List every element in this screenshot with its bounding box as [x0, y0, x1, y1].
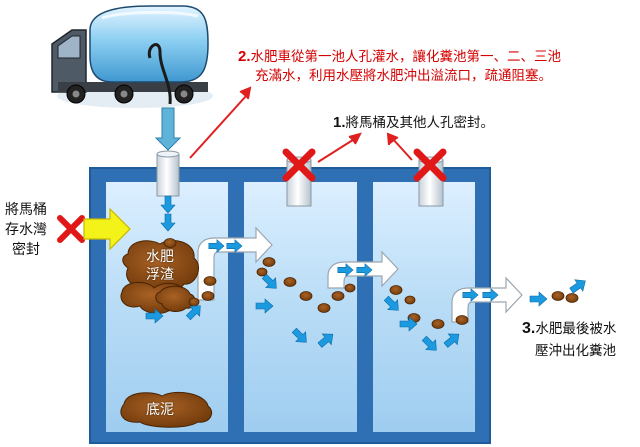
step2-number: 2. [238, 48, 251, 65]
flow-arrow-icon [569, 279, 586, 294]
step3-line1: 水肥最後被水 [535, 321, 617, 337]
flow-arrow-icon [255, 298, 274, 314]
scum-blob [120, 240, 199, 314]
toilet-note-line1: 將馬桶 [5, 202, 47, 218]
waste-particles [163, 238, 579, 329]
flow-arrow-icon [291, 327, 307, 343]
step1-number: 1. [333, 114, 346, 131]
step3-note: 3.水肥最後被水 壓沖出化糞池 [522, 318, 616, 362]
sealed-x-icon [282, 148, 316, 182]
flow-arrow-icon [337, 263, 354, 277]
flow-arrow-icon [261, 273, 277, 289]
step1-note: 1.將馬桶及其他人孔密封。 [333, 113, 494, 133]
inflow-arrow-icon [154, 107, 182, 151]
sludge-blob [120, 391, 213, 428]
toilet-trap-seal-note: 將馬桶 存水灣 密封 [2, 200, 50, 260]
flow-arrow-icon [160, 213, 176, 232]
step3-line2: 壓沖出化糞池 [535, 343, 616, 359]
annotation-arrows [189, 86, 413, 163]
scum-label-line1: 水肥 [146, 249, 174, 265]
toilet-note-line3: 密封 [12, 242, 40, 258]
step2-note: 2.水肥車從第一池人孔灌水，讓化糞池第一、二、三池 充滿水，利用水壓將水肥沖出溢… [238, 47, 561, 86]
inlet-manhole-1 [156, 150, 180, 197]
step1-text: 將馬桶及其他人孔密封。 [345, 115, 495, 131]
flow-arrow-icon [208, 239, 225, 253]
sealed-x-icon [413, 148, 447, 182]
flow-arrow-icon [160, 195, 176, 214]
flow-arrow-icon [185, 305, 201, 321]
step2-line2: 充滿水，利用水壓將水肥沖出溢流口，疏通阻塞。 [255, 68, 552, 84]
scum-label-line2: 浮渣 [146, 267, 174, 283]
toilet-note-line2: 存水灣 [5, 222, 47, 238]
step2-line1: 水肥車從第一池人孔灌水，讓化糞池第一、二、三池 [250, 49, 562, 65]
flow-arrow-icon [529, 291, 548, 307]
flow-arrow-icon [383, 295, 399, 311]
flow-arrow-icon [226, 239, 243, 253]
sludge-label: 底泥 [146, 402, 174, 418]
step3-number: 3. [522, 320, 536, 337]
flow-arrow-icon [356, 263, 373, 277]
flow-arrow-icon [462, 288, 479, 302]
flow-arrow-icon [145, 308, 164, 324]
flow-arrow-icon [443, 333, 460, 348]
flow-arrow-icon [482, 288, 499, 302]
flow-arrow-icon [399, 316, 418, 332]
flow-arrow-icon [421, 335, 437, 351]
sealed-x-icon [57, 215, 85, 243]
yellow-arrow-icon [83, 207, 131, 251]
scum-label: 水肥 浮渣 [137, 248, 183, 284]
flow-arrows [145, 195, 586, 351]
tanker-truck-icon [51, 5, 213, 108]
flow-arrow-icon [317, 333, 334, 348]
